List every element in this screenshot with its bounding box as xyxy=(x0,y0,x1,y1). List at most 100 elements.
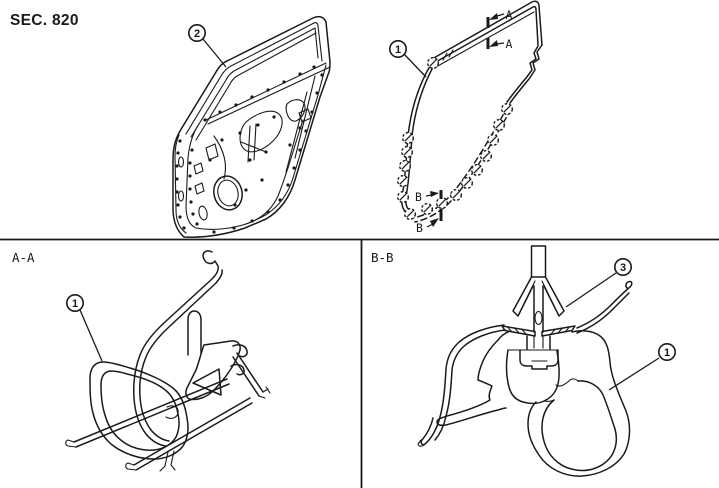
bb-body-outline xyxy=(436,330,511,427)
clip-washer-right xyxy=(541,325,576,337)
cut-a-arrowhead-top xyxy=(489,13,498,20)
strip-right-wavy-outer xyxy=(509,44,543,104)
clip-marker xyxy=(436,196,448,210)
callout-3-number: 3 xyxy=(620,262,626,274)
section-title: SEC. 820 xyxy=(10,12,79,29)
cut-a-arrowhead-bottom xyxy=(489,40,498,47)
aa-short-rail xyxy=(232,352,264,397)
harness-curve xyxy=(213,135,227,180)
door-outline xyxy=(172,15,331,238)
clip-shaft xyxy=(533,285,544,333)
window-frame-line-1 xyxy=(185,22,323,135)
cut-a-arrow-shaft-top xyxy=(496,13,505,17)
bb-clip-fastener xyxy=(501,245,576,370)
bb-left-tail-fork xyxy=(417,439,426,447)
clip-marker xyxy=(397,174,409,188)
panel-dividers xyxy=(0,238,719,488)
bb-right-flange-inner xyxy=(576,292,630,334)
drain-oval xyxy=(198,205,208,221)
callout-1-bb-number: 1 xyxy=(664,347,670,359)
aa-rail-lower-fork xyxy=(125,462,137,471)
callout-1-overview-leader xyxy=(403,53,427,78)
clip-wing-right xyxy=(543,276,565,317)
clip-neck-inner xyxy=(533,335,544,349)
callout-1-aa-balloon xyxy=(66,293,85,312)
section-bb-view: B-B xyxy=(371,245,676,477)
door-illustration xyxy=(172,15,331,238)
strip-right-wavy-inner xyxy=(506,45,539,103)
cut-marker-b: B B xyxy=(415,190,443,235)
panel-slot-2 xyxy=(193,162,204,175)
clip-marker xyxy=(461,176,473,190)
callout-2-number: 2 xyxy=(194,28,200,40)
aa-flange-tube-outer xyxy=(133,250,219,447)
clip-marker xyxy=(399,159,411,173)
callout-3-balloon xyxy=(613,257,632,276)
callout-1-overview-number: 1 xyxy=(395,44,401,56)
strip-front-edge-inner xyxy=(405,66,434,213)
bb-left-flange-outer xyxy=(420,324,505,446)
clip-marker xyxy=(397,190,409,204)
latch-cutout xyxy=(298,108,312,123)
aa-hanging-tab xyxy=(159,450,176,472)
aa-flange-tube-inner xyxy=(139,269,223,442)
clip-neck xyxy=(526,335,551,350)
aa-retainer-block xyxy=(185,340,241,401)
speaker-hole-inner xyxy=(217,179,239,207)
callout-1-aa: 1 xyxy=(66,293,103,362)
section-aa-view: A-A 1 xyxy=(12,250,271,472)
strip-top-sash-outer xyxy=(431,0,543,60)
panel-crease-1 xyxy=(285,91,308,173)
panel-slot-3 xyxy=(194,182,205,195)
clip-marker xyxy=(487,133,499,147)
clip-marker xyxy=(480,149,492,163)
clip-marker xyxy=(401,145,413,159)
aa-bulb-outer xyxy=(89,361,189,460)
aa-small-hook xyxy=(165,405,179,419)
bb-right-flange-outer xyxy=(576,280,633,329)
aa-long-rail-upper xyxy=(73,378,230,448)
clip-wing-left xyxy=(512,276,534,317)
cut-a-label-top: A xyxy=(506,8,513,22)
cut-b-label-bottom: B xyxy=(416,221,423,235)
clip-wing-inner-lines xyxy=(522,280,555,307)
inner-panel-boundary xyxy=(185,119,304,230)
cut-b-arrowhead-top xyxy=(430,191,439,197)
aa-long-rail-lower xyxy=(133,397,253,471)
bb-left-flange-inner xyxy=(434,329,506,441)
panel-opening-large xyxy=(239,110,283,153)
callout-1-overview-balloon xyxy=(388,39,407,58)
clip-stem xyxy=(530,245,547,278)
callout-2-leader xyxy=(202,38,227,68)
strip-top-sash-inner xyxy=(435,11,535,68)
speaker-hole xyxy=(213,175,243,211)
aa-short-rail-endcaps xyxy=(258,386,271,399)
clip-marker xyxy=(402,131,414,145)
cut-marker-a: A A xyxy=(486,8,513,51)
clip-marker xyxy=(501,102,513,116)
aa-clamp-hook-upper xyxy=(232,344,248,358)
window-opening-edge xyxy=(195,32,317,141)
section-bb-label: B-B xyxy=(371,250,394,265)
weatherstrip-overview: A A B B 1 xyxy=(388,0,543,235)
bb-bulb-outer xyxy=(527,330,631,477)
door-left-hem xyxy=(174,134,187,234)
cut-b-label-top: B xyxy=(415,190,422,204)
cut-a-label-bottom: A xyxy=(506,37,513,51)
window-frame-line-2 xyxy=(190,27,319,138)
section-aa-label: A-A xyxy=(12,250,35,265)
sash-hatch-ticks xyxy=(442,49,454,61)
clip-marker xyxy=(493,118,505,132)
aa-center-finger xyxy=(187,310,202,356)
clip-marker xyxy=(427,57,439,70)
bb-retainer-block xyxy=(505,349,560,405)
clip-marker xyxy=(450,188,462,202)
cut-b-arrowhead-bottom xyxy=(430,218,439,227)
aa-rail-upper-fork xyxy=(65,439,77,448)
strip-top-sash-mid xyxy=(433,5,539,64)
panel-crease-2 xyxy=(294,75,316,159)
clip-marker xyxy=(404,207,416,221)
callout-1-bb-leader xyxy=(608,357,660,391)
